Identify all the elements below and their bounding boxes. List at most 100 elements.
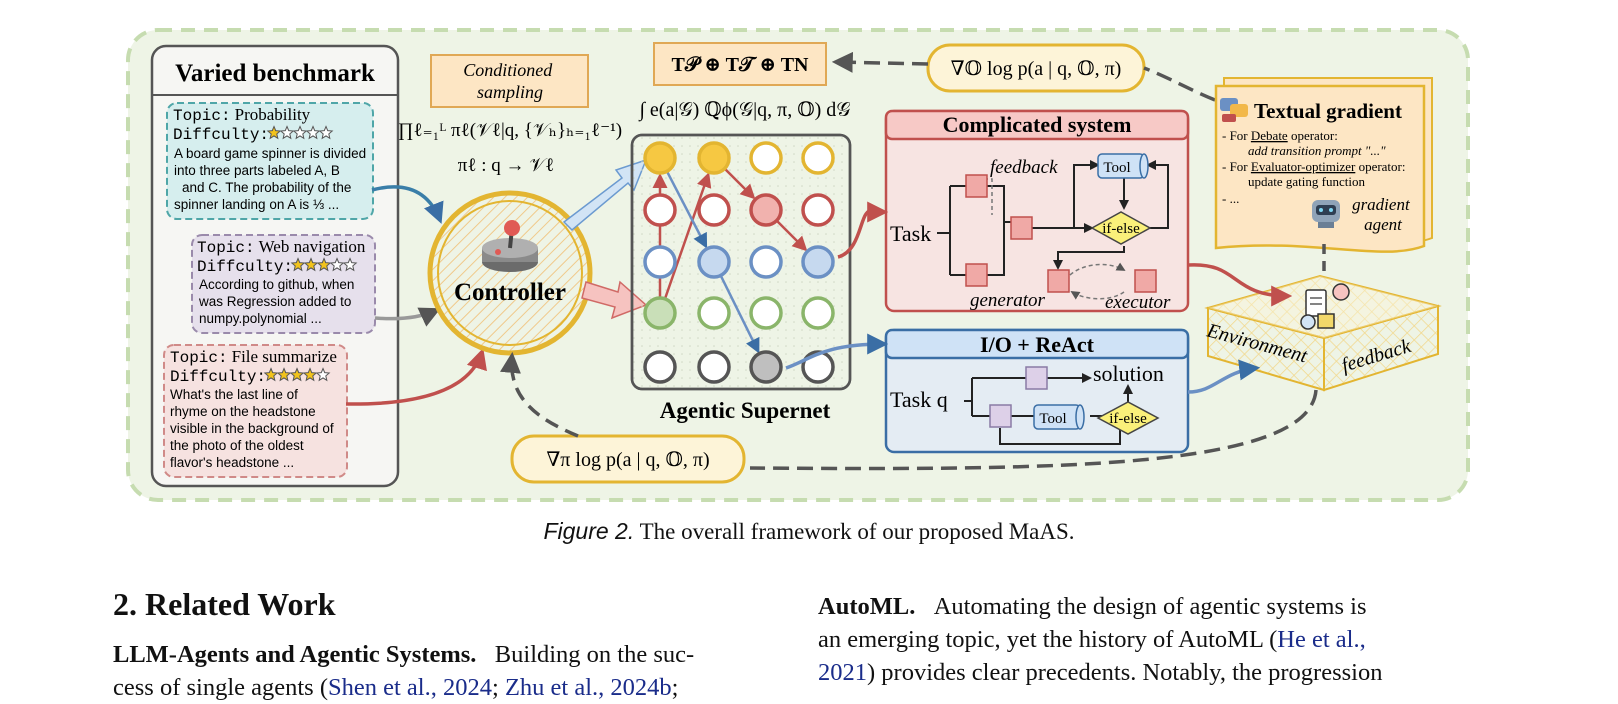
svg-text:Task: Task <box>890 221 931 246</box>
tool-icon: Tool <box>1097 153 1149 179</box>
chat-icon <box>1220 98 1248 122</box>
op-box <box>1025 366 1048 390</box>
svg-text:T𝒫 ⊕ T𝒯 ⊕ TN: T𝒫 ⊕ T𝒯 ⊕ TN <box>672 54 810 76</box>
card3-arrow <box>345 347 487 406</box>
svg-text:Diffculty:: Diffculty: <box>197 258 293 276</box>
star-filled-icon <box>276 367 292 382</box>
op-box <box>989 404 1012 428</box>
supernet-edge <box>666 171 708 249</box>
star-filled-icon <box>316 257 332 272</box>
card1-arrow <box>371 185 444 224</box>
complicated-to-env-arrow <box>1187 263 1293 307</box>
robot-icon <box>1312 200 1340 228</box>
right-line-1: AutoML. Automating the design of agentic… <box>818 593 1367 620</box>
svg-text:add transition prompt "...": add transition prompt "..." <box>1248 143 1386 158</box>
svg-text:update gating function: update gating function <box>1248 174 1365 189</box>
supernet-node <box>643 296 677 330</box>
textual-to-grad-arrow <box>1143 66 1216 102</box>
textual-gradient: Textual gradient - For Debate operator: … <box>1214 77 1433 253</box>
supernet-node <box>801 296 835 330</box>
supernet-node <box>801 193 835 227</box>
agentic-supernet <box>630 133 852 391</box>
team-icon <box>1300 283 1350 330</box>
supernet-node <box>643 193 677 227</box>
grad-bottom-box <box>510 434 746 484</box>
svg-text:Complicated system: Complicated system <box>943 112 1132 137</box>
star-empty-icon <box>279 125 295 140</box>
grad-bottom-to-controller-arrow <box>500 351 579 438</box>
io-to-env-arrow <box>1187 359 1261 394</box>
right-column: AutoML. Automating the design of agentic… <box>818 590 1478 689</box>
svg-text:solution: solution <box>1093 361 1164 386</box>
svg-text:According to github, when: According to github, when was Regression… <box>198 277 358 326</box>
conditioned-sampling-box <box>430 54 589 108</box>
supernet-to-complicated-arrow <box>837 201 889 259</box>
tool-icon: Tool <box>1033 404 1085 430</box>
if-else-diamond: if-else <box>1096 401 1160 435</box>
supernet-node <box>749 245 783 279</box>
svg-text:Topic:Web navigation: Topic:Web navigation <box>197 237 366 257</box>
svg-text:∇π log p(a | q, 𝕆, π): ∇π log p(a | q, 𝕆, π) <box>546 449 709 471</box>
svg-text:I/O + ReAct: I/O + ReAct <box>980 332 1095 357</box>
framework-figure: Varied benchmark Topic:Probability Diffc… <box>126 28 1470 502</box>
section-title: 2. Related Work <box>113 586 336 622</box>
citation-link[interactable]: Shen et al., 2024 <box>328 674 492 701</box>
svg-text:feedback: feedback <box>990 157 1058 178</box>
supernet-node <box>643 245 677 279</box>
supernet-edge <box>724 168 756 200</box>
star-rating-3 <box>263 367 331 382</box>
right-line-2: an emerging topic, yet the history of Au… <box>818 626 1366 653</box>
svg-text:executor: executor <box>1105 292 1171 313</box>
svg-text:A board game spinner is divide: A board game spinner is divided into thr… <box>174 146 370 212</box>
svg-text:- ...: - ... <box>1222 191 1239 206</box>
supernet-edge <box>776 220 808 252</box>
svg-text:- For Evaluator-optimizer oper: - For Evaluator-optimizer operator: <box>1222 159 1405 174</box>
svg-text:Tool: Tool <box>1103 160 1130 176</box>
svg-text:gradient agent: gradient agent <box>1352 195 1414 234</box>
svg-text:Diffculty:: Diffculty: <box>173 126 269 144</box>
supernet-edge <box>664 172 712 299</box>
star-empty-icon <box>329 257 345 272</box>
svg-text:∇𝕆 log p(a | q, 𝕆, π): ∇𝕆 log p(a | q, 𝕆, π) <box>951 58 1122 80</box>
operator-formula-box <box>653 42 827 86</box>
op-box <box>965 263 988 287</box>
supernet-node <box>749 296 783 330</box>
supernet-node <box>697 245 731 279</box>
varied-benchmark: Varied benchmark Topic:Probability Diffc… <box>150 44 400 488</box>
op-box <box>965 174 988 198</box>
supernet-to-io-arrow <box>785 333 889 370</box>
io-react: I/O + ReAct Task q solution Tool if-else <box>884 328 1190 454</box>
op-box <box>1047 269 1070 293</box>
left-line-1: LLM-Agents and Agentic Systems. Building… <box>113 641 695 668</box>
para-title: LLM-Agents and Agentic Systems. <box>113 641 477 668</box>
supernet-node <box>801 245 835 279</box>
controller-to-green-arrow <box>581 280 648 320</box>
star-filled-icon <box>289 367 305 382</box>
right-line-3: 2021) provides clear precedents. Notably… <box>818 659 1383 686</box>
supernet-node <box>697 141 731 175</box>
supernet-node <box>749 141 783 175</box>
supernet-node <box>697 296 731 330</box>
environment: Environment feedback <box>1204 274 1442 392</box>
svg-text:Textual gradient: Textual gradient <box>1254 99 1402 123</box>
svg-text:generator: generator <box>970 290 1046 311</box>
supernet-node <box>697 350 731 384</box>
figure-caption: Figure 2. The overall framework of our p… <box>543 518 1075 544</box>
policy-formula: πℓ : q → 𝒱ℓ <box>458 155 554 176</box>
citation-link[interactable]: Zhu et al., 2024b <box>504 674 672 701</box>
complicated-system: Complicated system Task feedback generat… <box>884 109 1190 313</box>
supernet-node <box>643 350 677 384</box>
svg-text:What's the last line of: What's the last line of rhyme on the hea… <box>170 387 337 470</box>
star-rating-1 <box>266 125 334 140</box>
citation-link[interactable]: 2021 <box>818 659 867 686</box>
star-filled-icon <box>302 367 318 382</box>
star-filled-icon <box>303 257 319 272</box>
star-empty-icon <box>305 125 321 140</box>
citation-link[interactable]: He et al., <box>1277 626 1366 653</box>
star-empty-icon <box>318 125 334 140</box>
card2-arrow <box>374 307 441 327</box>
controller: Controller <box>427 190 593 356</box>
star-empty-icon <box>315 367 331 382</box>
left-line-2: cess of single agents (Shen et al., 2024… <box>113 674 679 701</box>
joystick-icon <box>482 220 538 272</box>
